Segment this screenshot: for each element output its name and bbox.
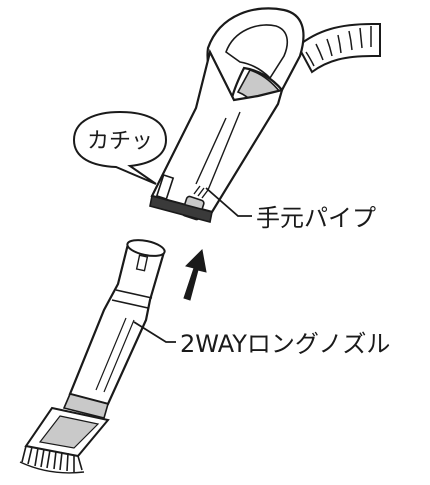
- nozzle-label: 2WAYロングノズル: [180, 330, 390, 358]
- click-callout: カチッ: [72, 110, 168, 185]
- arrow-up-icon: [183, 248, 207, 301]
- long-nozzle: [19, 239, 166, 474]
- callout-text: カチッ: [87, 129, 153, 154]
- hand-pipe-label: 手元パイプ: [256, 204, 376, 232]
- hand-pipe: [149, 7, 305, 223]
- hose: [296, 23, 381, 74]
- hand-pipe-leader: [205, 187, 252, 217]
- nozzle-leader: [133, 321, 176, 343]
